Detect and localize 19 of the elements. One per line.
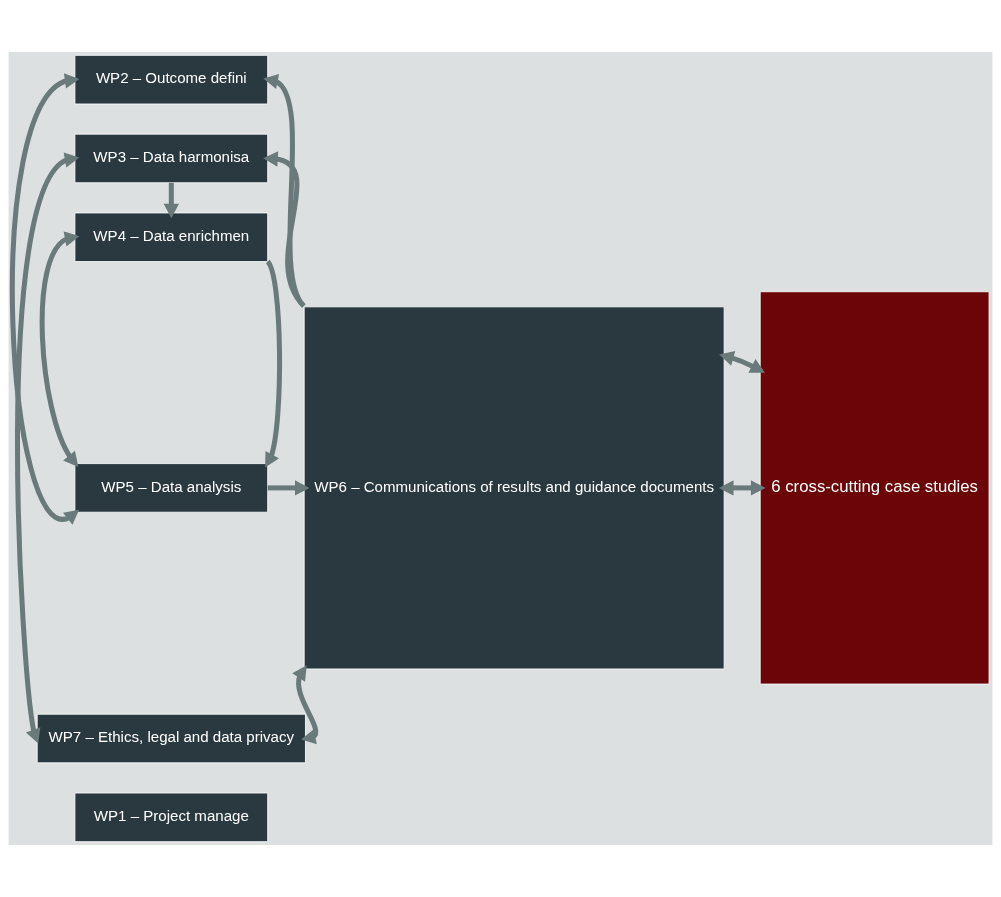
- arrow: [263, 151, 306, 308]
- arrow: [719, 350, 765, 373]
- node-box: WP4 – Data enrichmen: [74, 212, 269, 262]
- arrow: [163, 182, 179, 219]
- arrow: [292, 665, 319, 745]
- arrow: [10, 73, 80, 525]
- arrow: [265, 260, 283, 468]
- node-box: WP5 – Data analysis: [74, 463, 269, 513]
- arrow: [15, 152, 80, 744]
- node-box: WP6 – Communications of results and guidance documents: [303, 306, 725, 670]
- arrow: [263, 73, 306, 308]
- arrow: [718, 480, 766, 496]
- node-box: WP2 – Outcome defini: [74, 54, 269, 105]
- node-box: WP1 – Project manage: [74, 792, 269, 843]
- arrow: [39, 231, 80, 467]
- arrow: [267, 480, 310, 496]
- node-box: WP7 – Ethics, legal and data privacy: [36, 713, 306, 764]
- node-box: 6 cross-cutting case studies: [759, 291, 990, 685]
- node-box: WP3 – Data harmonisa: [74, 133, 269, 184]
